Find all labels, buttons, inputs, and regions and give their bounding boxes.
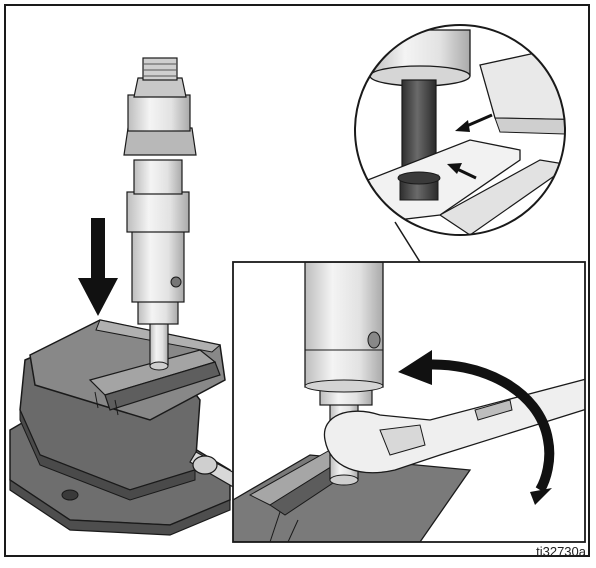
detail-circle [354,24,566,236]
pointer-arrow-icon [447,113,493,180]
injector-assembly [123,57,197,371]
detail-inset [232,261,586,543]
figure-id-label: ti32730a [536,544,586,559]
down-arrow-icon [78,218,118,316]
rotate-arrow-icon [398,350,555,505]
leader-line [394,221,421,263]
